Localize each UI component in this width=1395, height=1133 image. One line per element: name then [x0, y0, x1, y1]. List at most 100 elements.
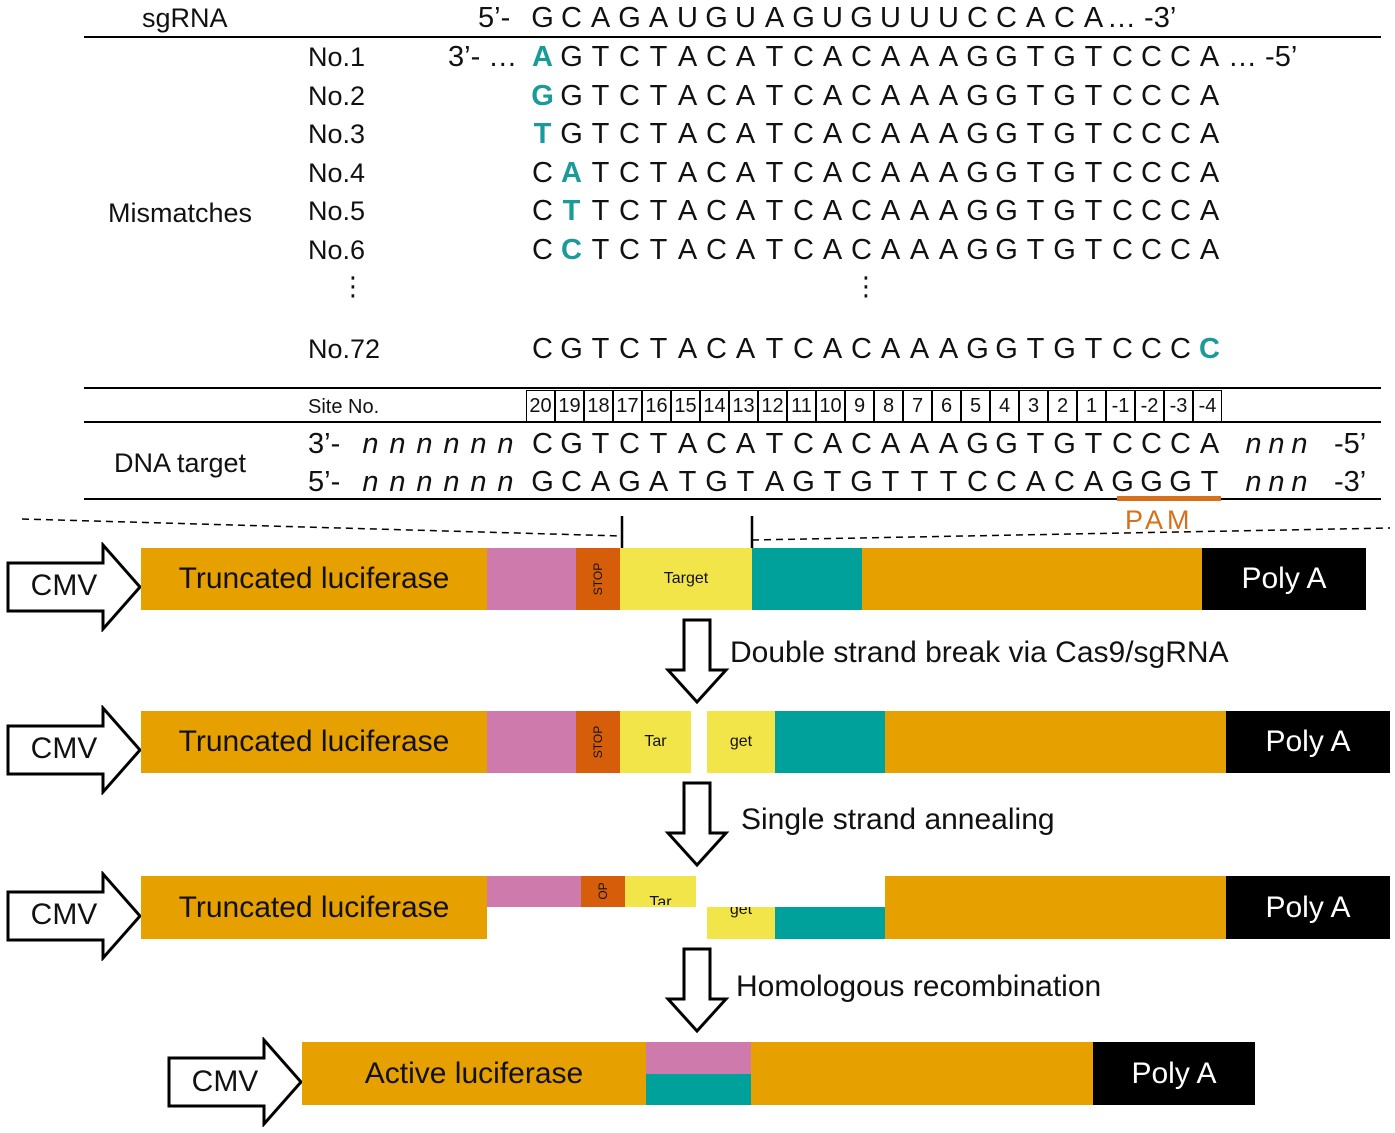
mismatch-base: G	[966, 234, 989, 266]
mismatch-base: C	[1170, 195, 1191, 227]
dna-flank-base: n	[1245, 428, 1262, 460]
mismatch-base: T	[1026, 234, 1045, 266]
mismatch-row-name: No.72	[308, 334, 381, 364]
mismatch-prefix: 3’- …	[448, 41, 518, 73]
mismatch-base: C	[793, 234, 814, 266]
zoom-guide-right	[751, 527, 1391, 541]
mismatch-base: G	[966, 80, 989, 112]
mismatch-suffix: … -5’	[1228, 41, 1298, 73]
cmv-arrow-icon	[6, 705, 142, 795]
sgrna-base: C	[1054, 2, 1075, 34]
dna-base: C	[561, 466, 582, 498]
mismatch-base: A	[677, 234, 698, 266]
sgrna-base: G	[705, 2, 728, 34]
sgrna-base: U	[909, 2, 930, 34]
mismatch-base: G	[1053, 118, 1076, 150]
mismatch-base: T	[765, 41, 784, 73]
mismatch-base: C	[532, 333, 553, 365]
mismatch-base: C	[619, 333, 640, 365]
mismatch-base-highlight: T	[562, 195, 581, 227]
mismatch-base: G	[560, 333, 583, 365]
dna-base: A	[880, 428, 901, 460]
mismatch-base: T	[591, 80, 610, 112]
dna-base: G	[531, 466, 554, 498]
cmv-arrow-icon	[6, 871, 142, 961]
dna-base: C	[619, 428, 640, 460]
mismatch-base: C	[619, 41, 640, 73]
luciferase-tail-segment	[885, 711, 1226, 773]
dna-target-label: DNA target	[114, 448, 247, 478]
pam-label: PAM	[1125, 505, 1194, 535]
mismatch-base: A	[822, 118, 843, 150]
mismatch-base: C	[1141, 195, 1162, 227]
pink-segment	[487, 548, 576, 610]
stop-label: STOP	[591, 725, 605, 759]
sgrna-base: A	[1083, 2, 1104, 34]
sgrna-base: C	[561, 2, 582, 34]
cmv-label: CMV	[30, 569, 98, 602]
mismatch-base: C	[619, 157, 640, 189]
mismatch-base: C	[619, 118, 640, 150]
sgrna-base: G	[531, 2, 554, 34]
mismatch-base: C	[619, 195, 640, 227]
mismatch-base: C	[1170, 333, 1191, 365]
stop-segment	[576, 711, 620, 773]
sgrna-suffix: … -3’	[1107, 2, 1177, 34]
poly-a-label: Poly A	[1131, 1056, 1217, 1090]
dna-flank-base: n	[389, 466, 406, 498]
mismatch-base: A	[735, 118, 756, 150]
dna-base: A	[822, 428, 843, 460]
mismatch-base: A	[938, 333, 959, 365]
mismatch-base: C	[1141, 157, 1162, 189]
dna-flank-base: n	[1245, 466, 1262, 498]
sgrna-label: sgRNA	[142, 3, 228, 33]
sgrna-base: A	[1025, 2, 1046, 34]
mismatches-label: Mismatches	[108, 198, 253, 228]
dna-flank-base: n	[1268, 428, 1285, 460]
dna-flank-base: n	[362, 466, 379, 498]
mismatch-base: C	[851, 157, 872, 189]
mismatch-base: G	[1053, 234, 1076, 266]
mismatch-base: C	[851, 118, 872, 150]
dna-base: T	[678, 466, 697, 498]
mismatch-base: A	[735, 234, 756, 266]
mismatch-base: T	[765, 333, 784, 365]
mismatch-base: A	[822, 333, 843, 365]
dna-base: C	[793, 428, 814, 460]
dna-flank-base: n	[443, 466, 460, 498]
mismatch-base: T	[591, 234, 610, 266]
mismatch-base: A	[735, 41, 756, 73]
poly-a-segment	[1226, 711, 1390, 773]
dna-base: A	[735, 428, 756, 460]
mismatch-base: A	[1199, 234, 1220, 266]
mismatch-base: G	[995, 234, 1018, 266]
dna-base: G	[850, 466, 873, 498]
pink-segment	[487, 711, 576, 773]
mismatch-base: C	[793, 195, 814, 227]
dna-base: T	[823, 466, 842, 498]
dna-base: G	[1169, 466, 1192, 498]
mismatch-base: G	[995, 333, 1018, 365]
active-luciferase-label: Active luciferase	[364, 1056, 584, 1090]
stop-partial-label: OP	[596, 882, 610, 900]
mismatch-base: A	[1199, 41, 1220, 73]
mismatch-base: A	[677, 195, 698, 227]
dna-base: C	[851, 428, 872, 460]
mismatch-base: A	[822, 80, 843, 112]
mismatch-base: T	[649, 118, 668, 150]
mismatch-base: C	[1170, 41, 1191, 73]
dna-base: G	[995, 428, 1018, 460]
dna-flank-base: n	[1291, 466, 1308, 498]
dna-flank-base: n	[1291, 428, 1308, 460]
teal-segment	[752, 548, 862, 610]
mismatch-base: A	[677, 333, 698, 365]
mismatch-base: C	[793, 80, 814, 112]
mismatch-base: G	[1053, 157, 1076, 189]
dna-strand2-prefix: 5’-	[308, 466, 341, 498]
sgrna-base: U	[938, 2, 959, 34]
mismatch-base: A	[735, 80, 756, 112]
mismatch-base: G	[966, 333, 989, 365]
